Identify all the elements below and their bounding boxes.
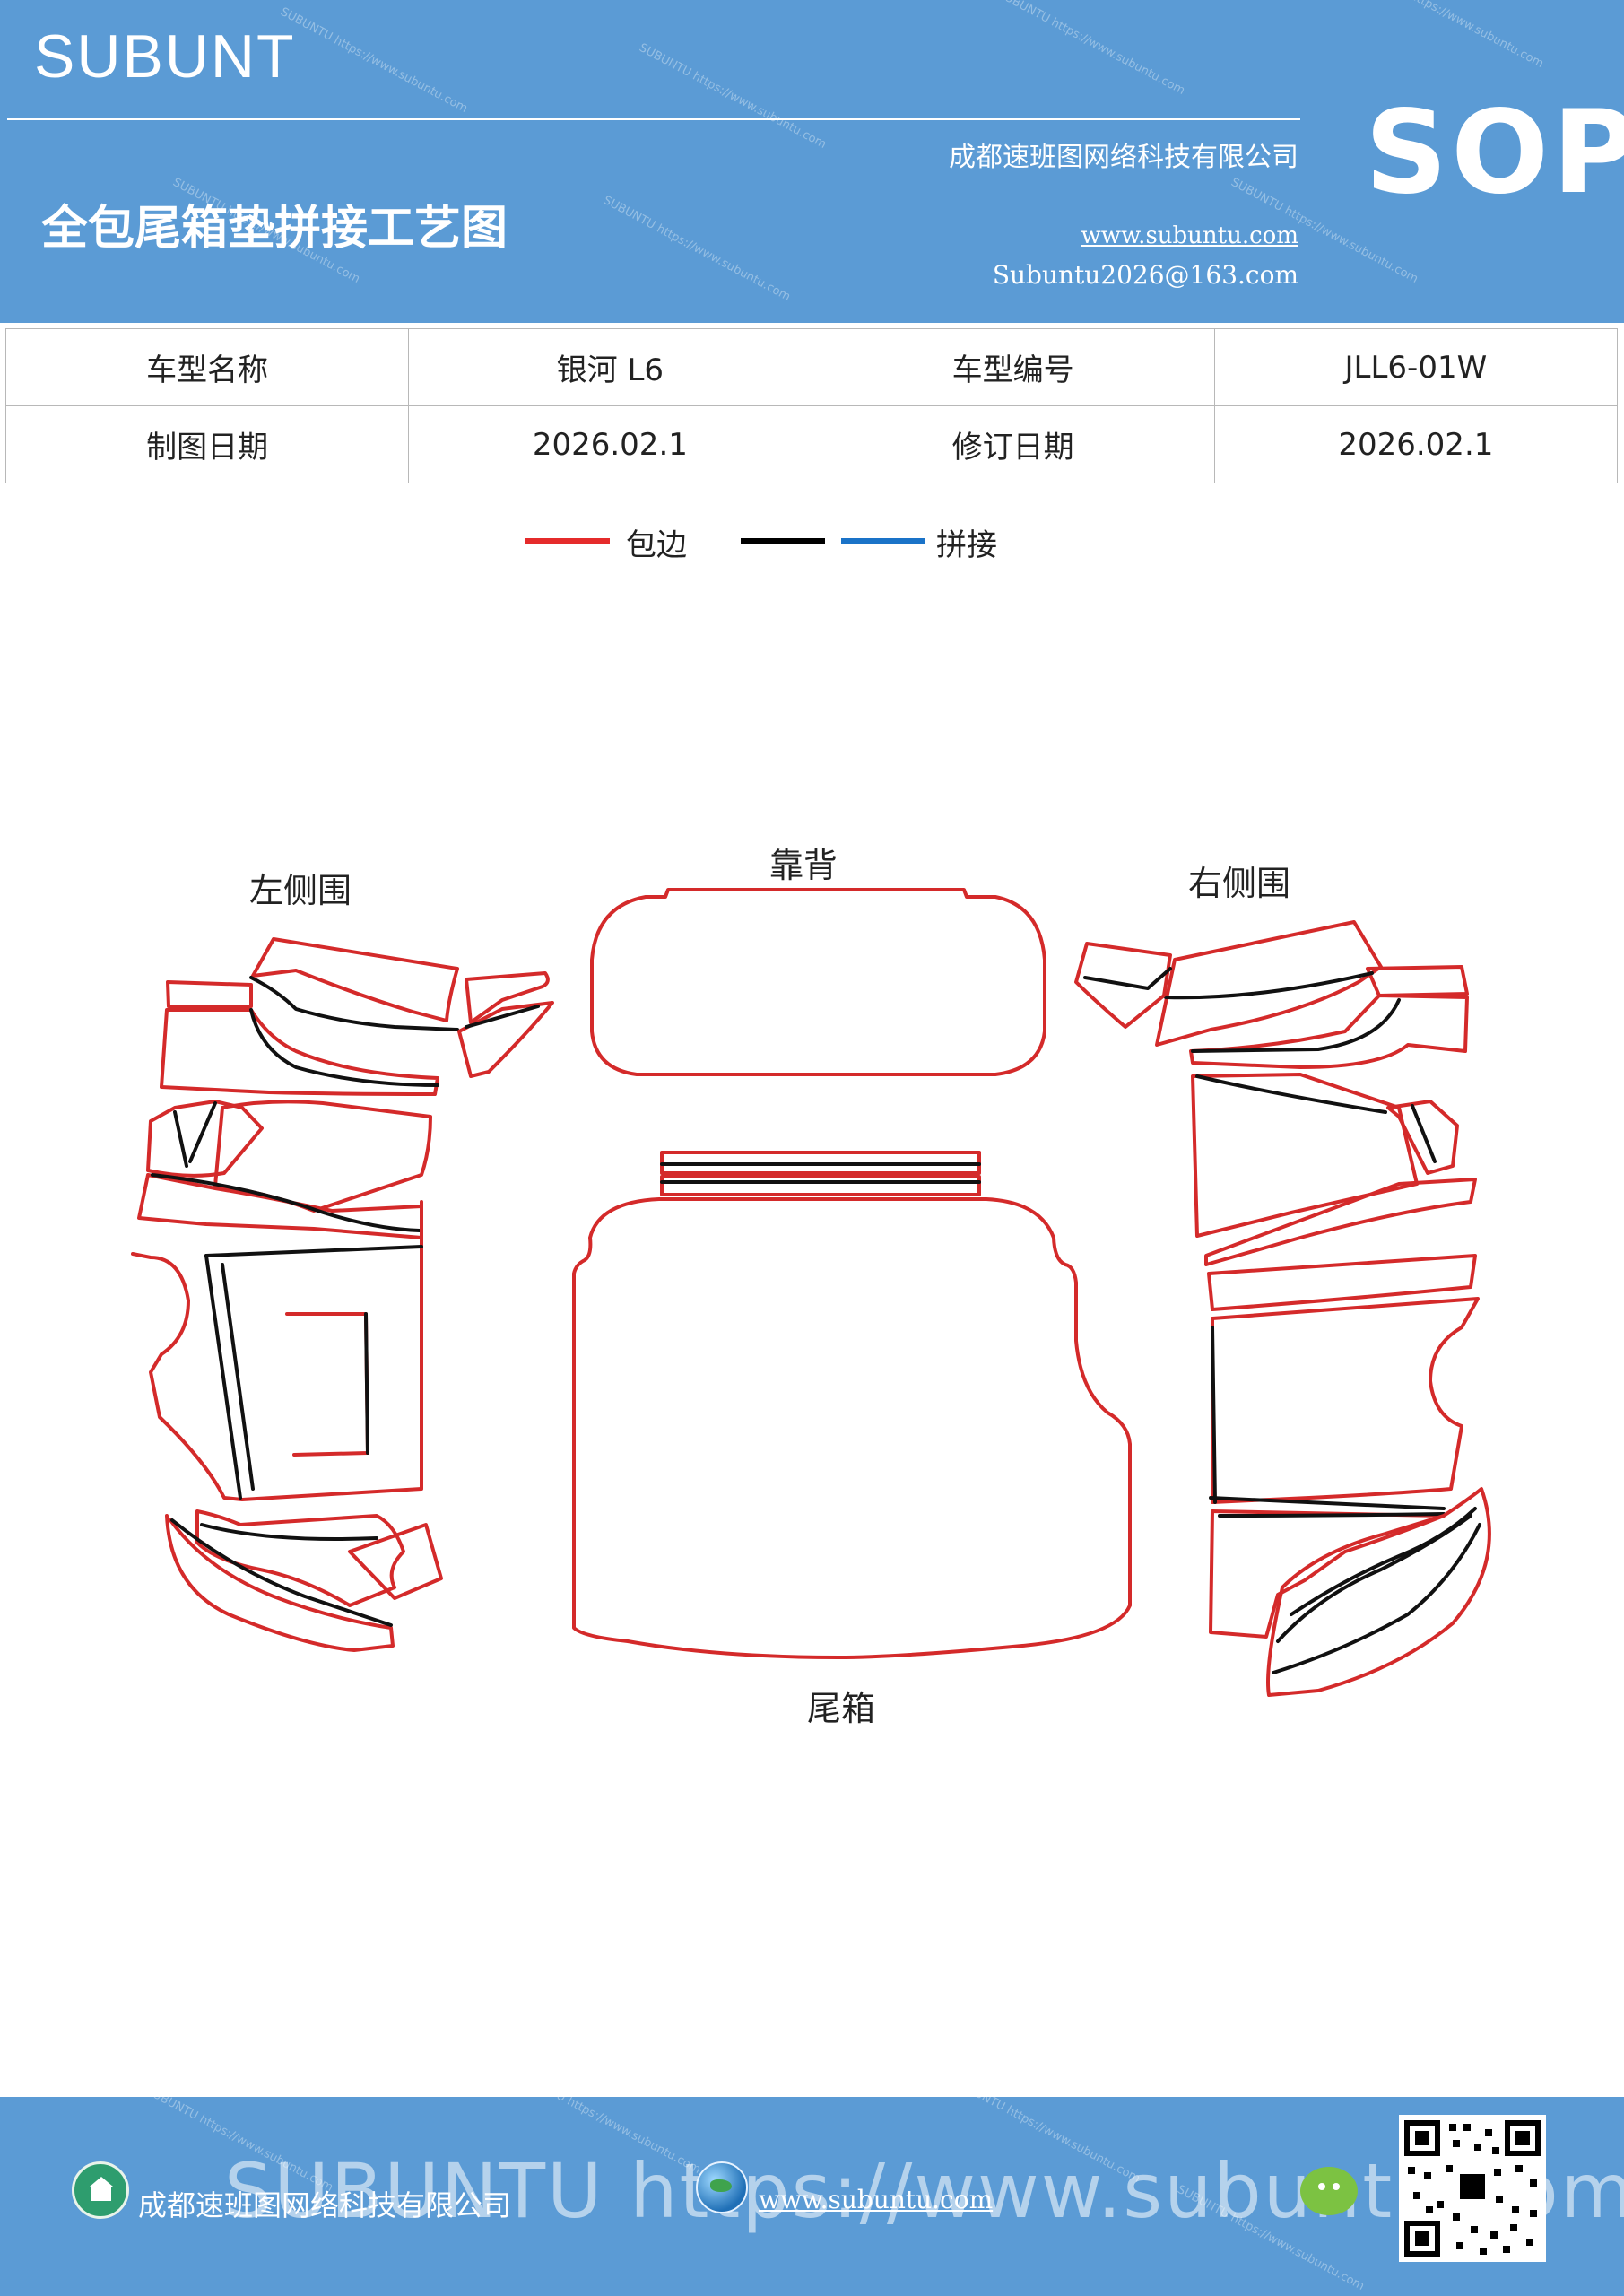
watermark: SUBUNTU https://www.subuntu.com: [995, 0, 1187, 99]
table-cell: 2026.02.1: [1213, 405, 1619, 483]
table-cell: 2026.02.1: [408, 405, 812, 483]
legend: 包边 拼接: [0, 520, 1624, 574]
legend-swatch-black: [741, 538, 825, 544]
footer-banner-text: SUBUNTU https://www.subuntu.com: [224, 2147, 1624, 2235]
watermark: SUBUNTU https://www.subuntu.com: [601, 193, 793, 305]
table-cell: 车型名称: [4, 328, 410, 406]
watermark: SUBUNTU https://www.subuntu.com: [278, 4, 470, 117]
table-cell: JLL6-01W: [1213, 328, 1619, 406]
label-trunk: 尾箱: [807, 1689, 875, 1728]
wechat-icon: [1300, 2167, 1358, 2215]
left-side-panels: [131, 937, 554, 1652]
globe-icon: [696, 2161, 748, 2213]
qr-code[interactable]: [1399, 2115, 1546, 2262]
watermark: SUBUNTU https://www.subuntu.com: [1354, 0, 1546, 72]
brand-name: SUBUNT: [34, 22, 296, 91]
legend-label-seam: 拼接: [936, 527, 997, 563]
trunk-floor-panel: [572, 1151, 1132, 1659]
home-icon: [72, 2161, 129, 2219]
doc-type-badge: SOP: [1365, 86, 1624, 220]
legend-swatch-seam: [841, 538, 925, 544]
vehicle-info-table: 车型名称 银河 L6 车型编号 JLL6-01W 制图日期 2026.02.1 …: [4, 328, 1619, 483]
footer-company-name: 成都速班图网络科技有限公司: [138, 2188, 512, 2222]
footer-banner: SUBUNTU https://www.subuntu.com SUBUNTU …: [0, 2097, 1624, 2296]
table-cell: 车型编号: [811, 328, 1215, 406]
header-banner: SUBUNTU https://www.subuntu.com SUBUNTU …: [0, 0, 1624, 323]
backrest-panel: [590, 888, 1046, 1076]
footer-website-link[interactable]: www.subuntu.com: [759, 2185, 994, 2214]
table-row: 制图日期 2026.02.1 修订日期 2026.02.1: [4, 405, 1619, 483]
qr-code-pattern: [1404, 2120, 1541, 2257]
table-cell: 制图日期: [4, 405, 410, 483]
website-link[interactable]: www.subuntu.com: [1081, 222, 1299, 249]
legend-swatch-edge: [525, 538, 610, 544]
right-side-panels: [1074, 920, 1491, 1697]
company-name: 成都速班图网络科技有限公司: [949, 142, 1298, 173]
label-backrest: 靠背: [769, 846, 838, 885]
watermark: SUBUNTU https://www.subuntu.com: [637, 40, 829, 152]
page-title: 全包尾箱垫拼接工艺图: [41, 202, 508, 256]
email-address[interactable]: Subuntu2026@163.com: [992, 260, 1298, 290]
label-right-side: 右侧围: [1188, 864, 1290, 903]
mat-pattern-diagram: 左侧围 靠背 右侧围 尾箱: [131, 846, 1491, 1728]
table-row: 车型名称 银河 L6 车型编号 JLL6-01W: [4, 328, 1619, 406]
table-cell: 修订日期: [811, 405, 1215, 483]
label-left-side: 左侧围: [249, 871, 352, 910]
legend-label-edge: 包边: [626, 527, 687, 563]
table-cell: 银河 L6: [408, 328, 812, 406]
header-divider: [7, 118, 1300, 120]
